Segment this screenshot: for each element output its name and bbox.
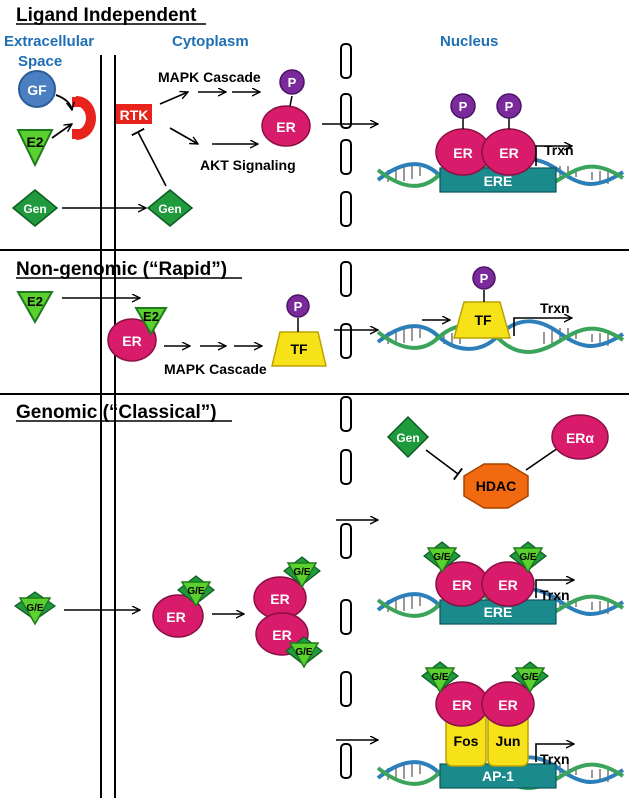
- svg-text:AP-1: AP-1: [482, 768, 514, 784]
- nuclear-membrane: [340, 43, 352, 779]
- section-title-genomic: Genomic (“Classical”): [16, 402, 217, 423]
- ap1-box: AP-1: [439, 763, 557, 789]
- svg-text:P: P: [480, 271, 489, 286]
- svg-text:G/E: G/E: [519, 552, 537, 563]
- svg-text:Gen: Gen: [396, 431, 419, 445]
- svg-text:Fos: Fos: [454, 733, 479, 749]
- column-header-nucleus: Nucleus: [440, 33, 498, 50]
- section-title-ligand-independent: Ligand Independent: [16, 5, 197, 26]
- svg-text:ER: ER: [166, 609, 185, 625]
- svg-text:GF: GF: [27, 82, 47, 98]
- er-alpha: ERα: [551, 414, 609, 460]
- svg-text:P: P: [288, 75, 297, 90]
- svg-text:ERE: ERE: [484, 173, 513, 189]
- er-e2-complex-membrane: ER E2: [107, 307, 168, 362]
- mapk-cascade-label-rapid: MAPK Cascade: [164, 361, 267, 377]
- svg-text:ER: ER: [498, 697, 517, 713]
- svg-text:ERα: ERα: [566, 430, 594, 446]
- trxn-label-3: Trxn: [540, 587, 570, 603]
- column-header-space: Space: [18, 53, 62, 70]
- akt-arrow-1: [169, 127, 198, 144]
- gen-ligand-nucleus: Gen: [386, 415, 430, 459]
- svg-text:ERE: ERE: [484, 604, 513, 620]
- phosphorylated-tf-nucleus: TF P: [453, 266, 511, 339]
- e2-ligand-extracellular: E2: [16, 291, 54, 325]
- svg-text:E2: E2: [26, 134, 43, 150]
- gen-ligand-extracellular: Gen: [11, 189, 59, 227]
- receptor-cap-top: [72, 97, 80, 107]
- svg-text:P: P: [505, 99, 514, 114]
- svg-text:G/E: G/E: [521, 672, 539, 683]
- trxn-label-4: Trxn: [540, 751, 570, 767]
- column-header-extracellular: Extracellular: [4, 33, 94, 50]
- mapk-arrow-1: [159, 92, 188, 105]
- e2-ligand: E2: [16, 129, 54, 168]
- svg-text:ER: ER: [122, 333, 141, 349]
- trxn-label-1: Trxn: [544, 142, 574, 158]
- phosphorylated-tf-cytoplasm: TF P: [271, 294, 327, 367]
- svg-text:P: P: [294, 299, 303, 314]
- svg-text:E2: E2: [27, 294, 43, 309]
- gf-binding-arrow: [55, 94, 72, 110]
- transcription-arrow-2: [513, 318, 572, 336]
- gen-inhibits-rtk: [131, 127, 167, 187]
- svg-text:P: P: [459, 99, 468, 114]
- svg-text:G/E: G/E: [295, 647, 313, 658]
- section-title-non-genomic: Non-genomic (“Rapid”): [16, 259, 227, 280]
- e2-binding-arrow: [51, 124, 72, 139]
- mapk-cascade-label: MAPK Cascade: [158, 69, 261, 85]
- gen-ligand-cytoplasm: Gen: [146, 189, 194, 227]
- svg-text:ER: ER: [272, 627, 291, 643]
- svg-text:TF: TF: [290, 341, 308, 357]
- svg-text:Gen: Gen: [158, 202, 181, 216]
- svg-text:ER: ER: [270, 591, 289, 607]
- column-header-cytoplasm: Cytoplasm: [172, 33, 249, 50]
- akt-signaling-label: AKT Signaling: [200, 157, 296, 173]
- svg-text:HDAC: HDAC: [476, 478, 516, 494]
- er-ge-complex: ER G/E: [152, 575, 215, 638]
- svg-text:E2: E2: [143, 309, 159, 324]
- hdac-enzyme: HDAC: [463, 463, 529, 509]
- rtk-box: RTK: [116, 104, 152, 124]
- er-ge-dimer-ap1: ER ER G/E G/E: [421, 661, 549, 727]
- svg-text:G/E: G/E: [431, 672, 449, 683]
- er-ge-dimer-ere: ER ER G/E G/E: [423, 541, 547, 607]
- transcription-arrow-3: [535, 580, 574, 598]
- transcription-arrow-4: [535, 744, 574, 762]
- svg-text:ER: ER: [452, 577, 471, 593]
- er-ge-dimer-cytoplasm: ER ER G/E G/E: [253, 556, 323, 669]
- er-dimer-phosphorylated: ER ER P P: [435, 93, 537, 176]
- growth-factor-receptor: [76, 96, 96, 140]
- svg-text:ER: ER: [276, 119, 295, 135]
- svg-text:G/E: G/E: [187, 586, 205, 597]
- svg-text:G/E: G/E: [293, 567, 311, 578]
- phosphorylated-er-cytoplasm: ER P: [261, 69, 311, 147]
- gf-ligand: GF: [18, 70, 56, 108]
- svg-text:ER: ER: [498, 577, 517, 593]
- svg-text:Gen: Gen: [23, 202, 46, 216]
- svg-text:ER: ER: [499, 145, 518, 161]
- svg-text:G/E: G/E: [433, 552, 451, 563]
- svg-text:G/E: G/E: [26, 603, 44, 614]
- transcription-arrow-1: [535, 146, 572, 166]
- trxn-label-2: Trxn: [540, 300, 570, 316]
- ge-ligand-extracellular: G/E: [13, 591, 57, 626]
- svg-text:TF: TF: [474, 312, 492, 328]
- svg-text:RTK: RTK: [120, 107, 149, 123]
- gen-inhibits-hdac: [425, 449, 463, 481]
- hdac-inhibits-era: [525, 441, 563, 471]
- svg-text:ER: ER: [452, 697, 471, 713]
- svg-text:ER: ER: [453, 145, 472, 161]
- svg-text:Jun: Jun: [496, 733, 521, 749]
- receptor-cap-bottom: [72, 129, 80, 139]
